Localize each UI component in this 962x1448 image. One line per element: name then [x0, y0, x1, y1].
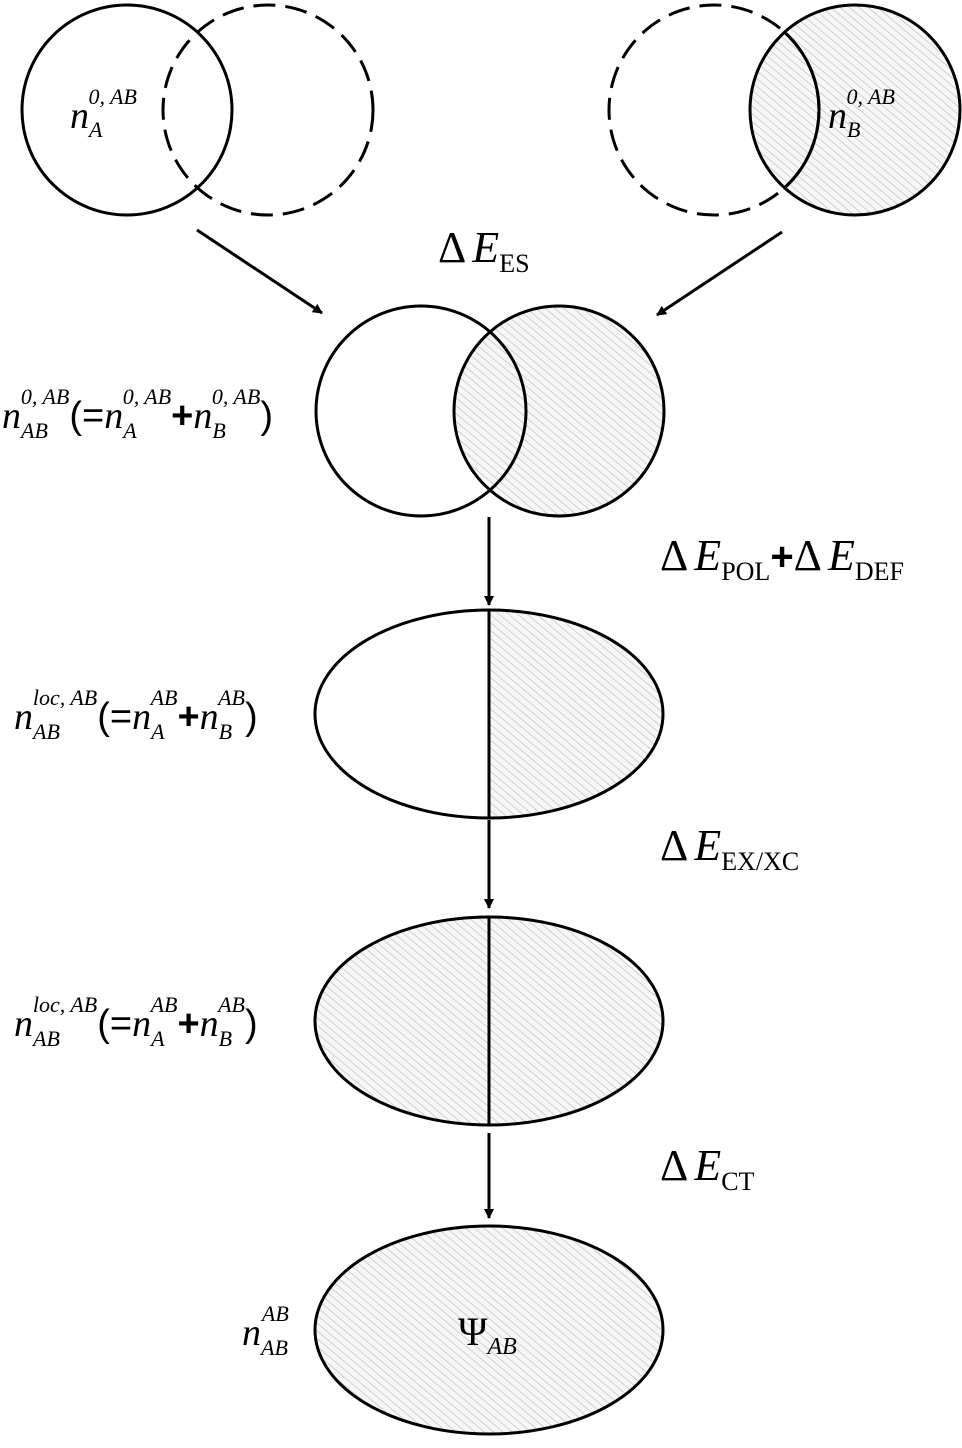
fragment-b-circle: [748, 3, 962, 217]
fragment-b-inner-arc: [750, 5, 821, 215]
fragment-b-group: nB0, AB: [607, 3, 962, 217]
density-a-sup: 0, AB: [88, 84, 136, 109]
stage2-ellipse-group: [313, 608, 665, 820]
stage3-density-label: nABloc, AB(=nAAB+nBAB): [14, 992, 258, 1051]
fragment-a-ghost-circle: [161, 3, 375, 217]
density-b-sup: 0, AB: [846, 84, 894, 109]
merged-b-circle: [452, 304, 666, 518]
stage4-density-label: nABAB: [242, 1301, 289, 1360]
stage3-ellipse-group: [313, 915, 665, 1127]
arrow-b-to-merged: [656, 230, 783, 317]
density-a-sub: A: [87, 117, 103, 142]
arrow-a-to-merged: [196, 228, 323, 315]
stage2-right-half: [489, 610, 663, 818]
stage4-ellipse: [313, 1224, 665, 1436]
fragment-a-circle: [20, 3, 234, 217]
density-a-label: nA0, AB: [70, 84, 137, 142]
stage2-density-label: nABloc, AB(=nAAB+nBAB): [14, 685, 258, 744]
stage1-density-label: nAB0, AB(=nA0, AB+nB0, AB): [2, 384, 273, 443]
fragment-a-group: nA0, AB: [20, 3, 375, 217]
density-b-label: nB0, AB: [828, 84, 895, 142]
psi-ab-label: ΨAB: [458, 1309, 517, 1360]
stage4-ellipse-group: ΨAB: [313, 1224, 665, 1436]
merged-overlap-group: [314, 304, 666, 518]
merged-a-circle: [314, 304, 528, 518]
density-b-sub: B: [847, 117, 860, 142]
